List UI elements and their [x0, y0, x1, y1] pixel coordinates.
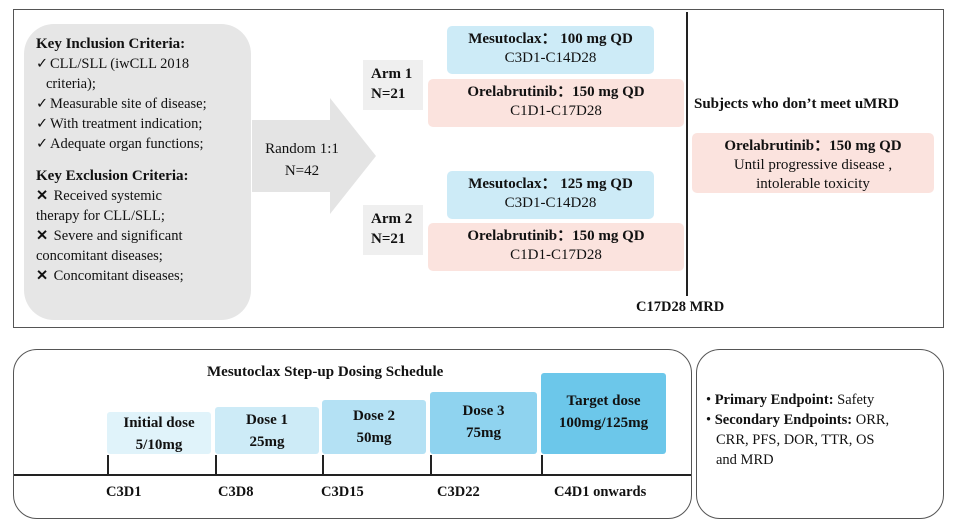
timeline-tick [322, 455, 324, 475]
primary-endpoint: • Primary Endpoint: Safety [706, 392, 875, 408]
mrd-timepoint-label: C17D28 MRD [636, 299, 725, 315]
check-icon: ✓ [36, 56, 49, 72]
exclusion-item-cont: therapy for CLL/SLL; [36, 208, 165, 224]
exclusion-title: Key Exclusion Criteria: [36, 168, 189, 184]
day-label: C3D8 [218, 484, 254, 500]
secondary-endpoint-cont: and MRD [716, 452, 774, 468]
secondary-endpoint: • Secondary Endpoints: ORR, [706, 412, 890, 428]
day-label: C3D15 [321, 484, 364, 500]
randomization-arrow-icon [252, 98, 376, 214]
mrd-divider [686, 12, 688, 296]
stepup-panel [13, 349, 692, 519]
non-umrd-title: Subjects who don’t meet uMRD [694, 96, 899, 112]
inclusion-item-cont: criteria); [46, 76, 96, 92]
inclusion-item: ✓Adequate organ functions; [36, 136, 204, 152]
criteria-box: Key Inclusion Criteria: ✓CLL/SLL (iwCLL … [24, 24, 251, 320]
cross-icon: ✕ [36, 268, 49, 284]
endpoints-list: • Primary Endpoint: Safety • Secondary E… [706, 390, 942, 470]
study-design-panel [13, 9, 944, 328]
cross-icon: ✕ [36, 228, 49, 244]
timeline-tick [215, 455, 217, 475]
timeline-tick [430, 455, 432, 475]
inclusion-item: ✓With treatment indication; [36, 116, 203, 132]
exclusion-item: ✕ Severe and significant [36, 228, 183, 244]
randomization-label: Random 1:1 N=42 [265, 141, 339, 179]
exclusion-item-cont: concomitant diseases; [36, 248, 163, 264]
day-label: C3D22 [437, 484, 480, 500]
day-label: C3D1 [106, 484, 142, 500]
exclusion-item: ✕ Received systemic [36, 188, 162, 204]
day-label: C4D1 onwards [554, 484, 647, 500]
secondary-endpoint-cont: CRR, PFS, DOR, TTR, OS [716, 432, 875, 448]
cross-icon: ✕ [36, 188, 49, 204]
stepup-title: Mesutoclax Step-up Dosing Schedule [207, 364, 444, 380]
endpoints-panel [696, 349, 944, 519]
inclusion-title: Key Inclusion Criteria: [36, 36, 186, 52]
inclusion-item: ✓CLL/SLL (iwCLL 2018 [36, 56, 190, 72]
check-icon: ✓ [36, 136, 49, 152]
inclusion-item: ✓Measurable site of disease; [36, 96, 207, 112]
non-umrd-treatment-box: Orelabrutinib：150 mg QD Until progressiv… [692, 133, 934, 193]
check-icon: ✓ [36, 96, 49, 112]
timeline-tick [541, 455, 543, 475]
check-icon: ✓ [36, 116, 49, 132]
timeline-tick [107, 455, 109, 475]
exclusion-item: ✕ Concomitant diseases; [36, 268, 184, 284]
timeline-axis [14, 474, 691, 476]
